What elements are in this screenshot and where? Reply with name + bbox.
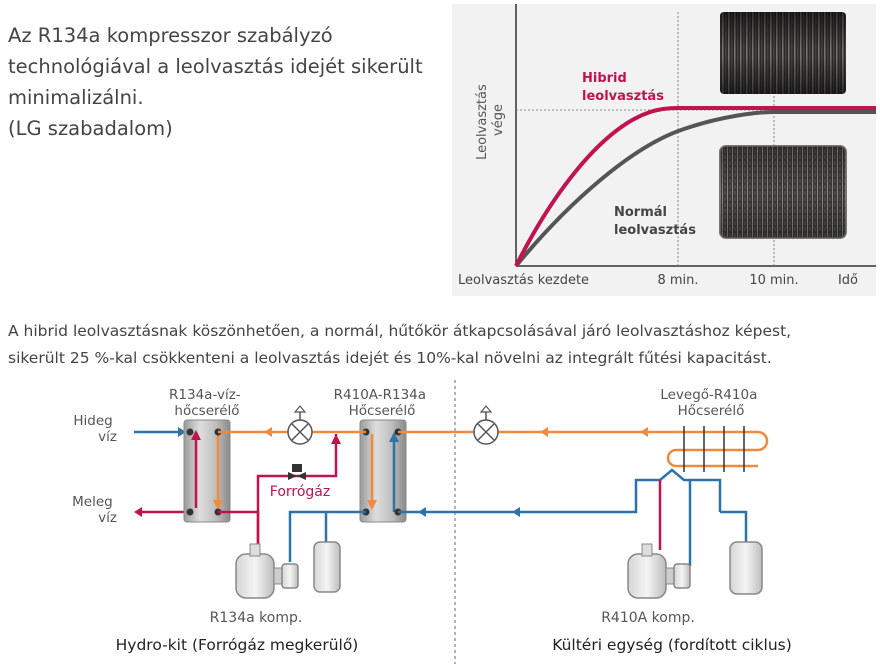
cold-water-label: Hideg víz: [73, 413, 117, 445]
section1-label: Hydro-kit (Forrógáz megkerülő): [116, 636, 359, 654]
x-tick-10min: 10 min.: [749, 273, 798, 288]
intro-line: technológiával a leolvasztás idejét sike…: [8, 55, 423, 78]
r134a-receiver-icon: [313, 541, 341, 593]
x-tick-start: Leolvasztás kezdete: [458, 273, 589, 288]
hx2-label: R410A-R134a Hőcserélő: [334, 387, 431, 419]
hx1-port: [186, 508, 194, 516]
hx2-arrow-down: [367, 500, 377, 510]
intro-line: (LG szabadalom): [8, 117, 173, 140]
flow-arrow: [264, 427, 272, 437]
outdoor-receiver-pipe: [720, 510, 748, 544]
series-normal-line: [514, 110, 876, 268]
frosted-coil-photo-bottom: [719, 145, 847, 239]
outdoor-coil-icon: [666, 426, 769, 472]
r134a-compressor-icon: [235, 543, 299, 599]
intro-line: minimalizálni.: [8, 86, 144, 109]
caption-line: sikerült 25 %-kal csökkenteni a leolvasz…: [8, 349, 772, 367]
r134a-discharge-pipe: [218, 510, 260, 550]
caption-text: A hibrid leolvasztásnak köszönhetően, a …: [8, 318, 880, 372]
r410a-receiver-icon: [729, 541, 763, 595]
warm-water-arrow: [134, 507, 142, 517]
comp1-label: R134a komp.: [210, 610, 303, 626]
hx1-arrow-down: [213, 500, 223, 510]
flow-arrow: [418, 507, 426, 517]
x-tick-8min: 8 min.: [657, 273, 698, 288]
flow-arrow: [540, 427, 548, 437]
hx1-arrow-up: [191, 430, 201, 440]
y-axis-label: Leolvasztás vége: [475, 80, 506, 160]
hx1-label: R134a-víz- hőcserélő: [169, 387, 245, 419]
hx3-label: Levegő-R410a Hőcserélő: [660, 387, 761, 419]
warm-water-label: Meleg víz: [72, 494, 117, 526]
series-hybrid-label: Hibrid leolvasztás: [582, 71, 664, 104]
caption-line: A hibrid leolvasztásnak köszönhetően, a …: [8, 322, 792, 340]
x-axis-label: Idő: [838, 273, 858, 288]
outdoor-return-pipe: [398, 468, 722, 514]
comp2-label: R410A komp.: [601, 610, 695, 626]
system-diagram: R134a-víz- hőcserélő R410A-R134a Hőcseré…: [72, 380, 792, 664]
flow-arrow: [512, 507, 520, 517]
expansion-valve-icon: [287, 405, 313, 445]
hx1-port: [186, 428, 194, 436]
bypass-arrow: [331, 434, 341, 444]
flow-arrow: [640, 427, 648, 437]
r410a-compressor-icon: [627, 543, 691, 599]
series-hybrid-line: [514, 106, 876, 267]
series-normal-label: Normál leolvasztás: [614, 205, 696, 238]
section2-label: Kültéri egység (fordított ciklus): [552, 636, 792, 654]
frosted-coil-photo-top: [720, 12, 846, 94]
defrost-time-chart: Hibrid leolvasztás Normál leolvasztás Le…: [452, 4, 876, 296]
hot-gas-label: Forrógáz: [270, 484, 330, 500]
cold-water-arrow: [178, 427, 186, 437]
intro-line: Az R134a kompresszor szabályzó: [8, 24, 333, 47]
intro-text: Az R134a kompresszor szabályzó technológ…: [8, 20, 428, 144]
r134a-suction-pipe: [288, 510, 366, 562]
expansion-valve-icon: [473, 405, 499, 445]
solenoid-valve-icon: [288, 464, 306, 480]
hx2-arrow-up: [389, 432, 399, 442]
